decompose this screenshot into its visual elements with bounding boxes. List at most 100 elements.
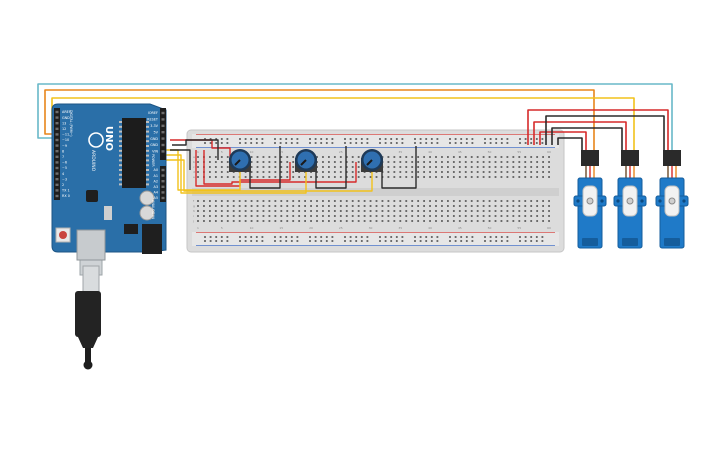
- rail-hole: [535, 138, 538, 140]
- breadboard-hole: [244, 200, 247, 202]
- breadboard-hole: [274, 210, 277, 212]
- wire-black-pot-gnd-4[interactable]: [381, 146, 417, 189]
- usb-plug[interactable]: [75, 291, 101, 337]
- breadboard-hole: [197, 171, 199, 173]
- wire-red-servo-power-a[interactable]: [527, 109, 669, 162]
- rail-hole: [274, 240, 276, 242]
- wire-black-pot-gnd-3[interactable]: [315, 146, 347, 189]
- digital-pin-label: 4: [62, 172, 64, 176]
- header-pin[interactable]: [55, 178, 59, 181]
- servo-mount-hole: [576, 199, 580, 203]
- usb-cable-sleeve: [82, 265, 100, 295]
- potentiometer-3[interactable]: [361, 149, 383, 172]
- breadboard-hole: [405, 156, 408, 158]
- rail-hole: [384, 138, 387, 140]
- digital-pin-label: 12: [62, 127, 66, 131]
- breadboard-hole: [244, 210, 247, 212]
- servo-1[interactable]: [573, 150, 607, 249]
- header-pin[interactable]: [55, 110, 59, 114]
- header-pin[interactable]: [55, 127, 59, 130]
- breadboard-hole: [369, 220, 372, 222]
- breadboard-hole: [405, 220, 408, 222]
- breadboard-hole: [447, 156, 449, 158]
- breadboard-hole: [435, 176, 437, 178]
- wire-yellow-pot-signal-2[interactable]: [166, 154, 307, 194]
- rail-hole: [204, 236, 206, 238]
- breadboard-hole: [488, 210, 491, 212]
- potentiometer-1[interactable]: [229, 149, 251, 172]
- header-pin[interactable]: [161, 191, 165, 194]
- header-pin[interactable]: [55, 189, 59, 192]
- rail-hole: [261, 142, 264, 144]
- power-header[interactable]: [160, 108, 166, 160]
- breadboard-hole: [357, 161, 360, 163]
- breadboard-hole: [542, 210, 544, 212]
- header-pin[interactable]: [161, 180, 165, 183]
- rail-hole: [320, 138, 323, 140]
- breadboard-hole: [292, 205, 295, 207]
- breadboard-hole: [536, 220, 539, 222]
- header-pin[interactable]: [161, 137, 165, 140]
- rail-hole: [331, 138, 334, 140]
- header-pin[interactable]: [55, 150, 59, 153]
- wire-black-board-gnd[interactable]: [170, 149, 191, 170]
- header-pin[interactable]: [161, 131, 165, 134]
- wire-cyan-servo3-signal[interactable]: [37, 83, 673, 162]
- header-pin[interactable]: [55, 166, 59, 170]
- breadboard-hole: [482, 166, 485, 168]
- breadboard-hole: [351, 210, 354, 212]
- header-pin[interactable]: [55, 144, 59, 147]
- digital-header[interactable]: [54, 108, 60, 200]
- analog-header[interactable]: [160, 166, 166, 202]
- wire-yellow-pot-signal-3[interactable]: [166, 159, 373, 192]
- breadboard-hole: [441, 171, 443, 173]
- wire-black-pot-gnd-1[interactable]: [172, 139, 219, 160]
- breadboard[interactable]: 1155101015152020252530303535404045455050…: [186, 129, 565, 253]
- header-pin[interactable]: [55, 133, 59, 136]
- header-pin[interactable]: [161, 150, 165, 153]
- arduino-digital-label: DIGITAL (PWM~): [69, 110, 73, 136]
- header-pin[interactable]: [161, 143, 165, 147]
- wire-black-servo-gnd-a[interactable]: [545, 115, 665, 162]
- wire-orange-servo1-signal[interactable]: [44, 89, 595, 162]
- rail-hole: [296, 240, 299, 242]
- header-pin[interactable]: [55, 122, 59, 125]
- header-pin[interactable]: [161, 174, 165, 177]
- breadboard-hole: [328, 220, 330, 222]
- header-pin[interactable]: [161, 111, 165, 115]
- rail-hole: [296, 138, 299, 140]
- rail-hole: [519, 240, 521, 242]
- arduino-uno[interactable]: UNO ARDUINO DIGITAL (PWM~) POWER ANALOG …: [51, 103, 167, 370]
- header-pin[interactable]: [161, 168, 165, 172]
- wire-red-servo-power-c[interactable]: [539, 131, 587, 162]
- header-pin[interactable]: [161, 118, 165, 121]
- wire-red-pot-supply-3[interactable]: [203, 150, 357, 185]
- header-pin[interactable]: [161, 185, 165, 188]
- breadboard-hole: [476, 176, 479, 178]
- rail-hole: [401, 142, 404, 144]
- rail-hole: [274, 142, 276, 144]
- header-pin[interactable]: [55, 155, 59, 158]
- breadboard-hole: [423, 205, 425, 207]
- header-pin[interactable]: [55, 138, 59, 142]
- breadboard-hole: [214, 210, 217, 212]
- servo-3[interactable]: [655, 150, 689, 249]
- column-number-bottom: 25: [339, 226, 343, 230]
- header-pin[interactable]: [55, 161, 59, 164]
- potentiometers: [229, 149, 383, 172]
- servo-2[interactable]: [613, 150, 647, 249]
- header-pin[interactable]: [55, 172, 59, 175]
- wire-black-servo-gnd-b[interactable]: [551, 127, 623, 162]
- analog-pin-label: A2: [154, 179, 158, 183]
- wire-red-servo-power-b[interactable]: [533, 121, 627, 162]
- potentiometer-2[interactable]: [295, 149, 317, 172]
- header-pin[interactable]: [55, 183, 59, 186]
- header-pin[interactable]: [55, 194, 59, 198]
- breadboard-hole: [405, 171, 408, 173]
- wire-black-pot-gnd-2[interactable]: [249, 146, 281, 189]
- header-pin[interactable]: [161, 196, 165, 200]
- chip-pin: [119, 154, 122, 157]
- header-pin[interactable]: [161, 124, 165, 127]
- header-pin[interactable]: [55, 116, 59, 119]
